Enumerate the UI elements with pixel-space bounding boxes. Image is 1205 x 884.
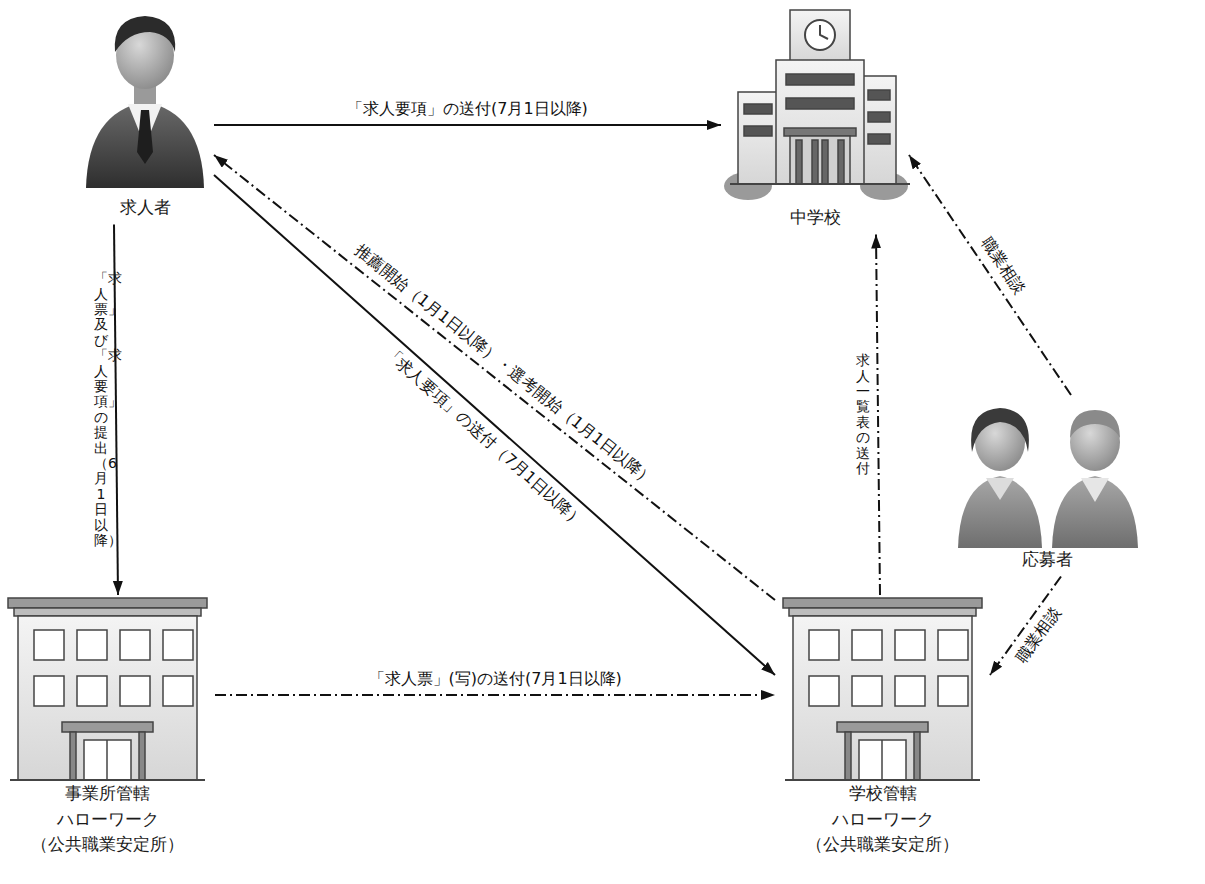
edge-label: 「求人要項」の送付(7月1日以降) (344, 98, 591, 120)
solid-connector (214, 175, 775, 675)
node-label: 求人者 (76, 195, 214, 221)
dash-dot-connector (876, 235, 880, 596)
edge-label-holder: 「求人要項」の送付（7月1日以降） (377, 340, 590, 533)
school-icon (724, 10, 910, 200)
edge-label: 「求人票」(写)の送付(7月1日以降) (366, 668, 625, 690)
dash-dot-connector (215, 694, 775, 696)
icon-node: 中学校 (721, 5, 909, 235)
solid-connector (114, 225, 118, 596)
solid-connector (214, 124, 721, 126)
dash-dot-connector (909, 155, 1071, 395)
icon-node: 学校管轄 ハローワーク （公共職業安定所） (775, 595, 990, 862)
icon-node: 事業所管轄 ハローワーク （公共職業安定所） (0, 595, 215, 862)
icon-node: 求人者 (76, 5, 214, 225)
school-district-building-icon (783, 598, 982, 780)
edge-label-holder: 「求人票」(写)の送付(7月1日以降) (366, 668, 625, 690)
edge-label: 推薦開始（1月1日以降）・選考開始（1月1日以降） (348, 237, 661, 492)
node-label: 中学校 (721, 205, 909, 231)
node-label: 応募者 (951, 547, 1144, 573)
edge-label-holder: 求人一覧表の送付 (856, 353, 870, 476)
edge-label: 職業相談 (975, 231, 1032, 301)
recruiter-icon (86, 16, 204, 188)
edge-label: 「求人要項」の送付（7月1日以降） (377, 340, 590, 533)
edge-label-holder: 職業相談 (1009, 600, 1067, 669)
dash-dot-connector (214, 155, 775, 600)
office-building-icon (8, 598, 207, 780)
edge-label: 「求人票」及び「求人要項」の提出（6月1日以降） (94, 271, 108, 548)
edge-label: 求人一覧表の送付 (856, 353, 870, 476)
edge-label-holder: 「求人要項」の送付(7月1日以降) (344, 98, 591, 120)
edge-label: 職業相談 (1009, 600, 1067, 669)
node-label: 学校管轄 ハローワーク （公共職業安定所） (801, 781, 964, 858)
edge-label-holder: 「求人票」及び「求人要項」の提出（6月1日以降） (94, 271, 108, 548)
dash-dot-connector (990, 577, 1061, 676)
applicants-icon (958, 408, 1138, 548)
node-label: 事業所管轄 ハローワーク （公共職業安定所） (26, 781, 189, 858)
icon-node: 応募者 (951, 395, 1144, 577)
edge-label-holder: 職業相談 (975, 231, 1032, 301)
edge-label-holder: 推薦開始（1月1日以降）・選考開始（1月1日以降） (348, 237, 661, 492)
